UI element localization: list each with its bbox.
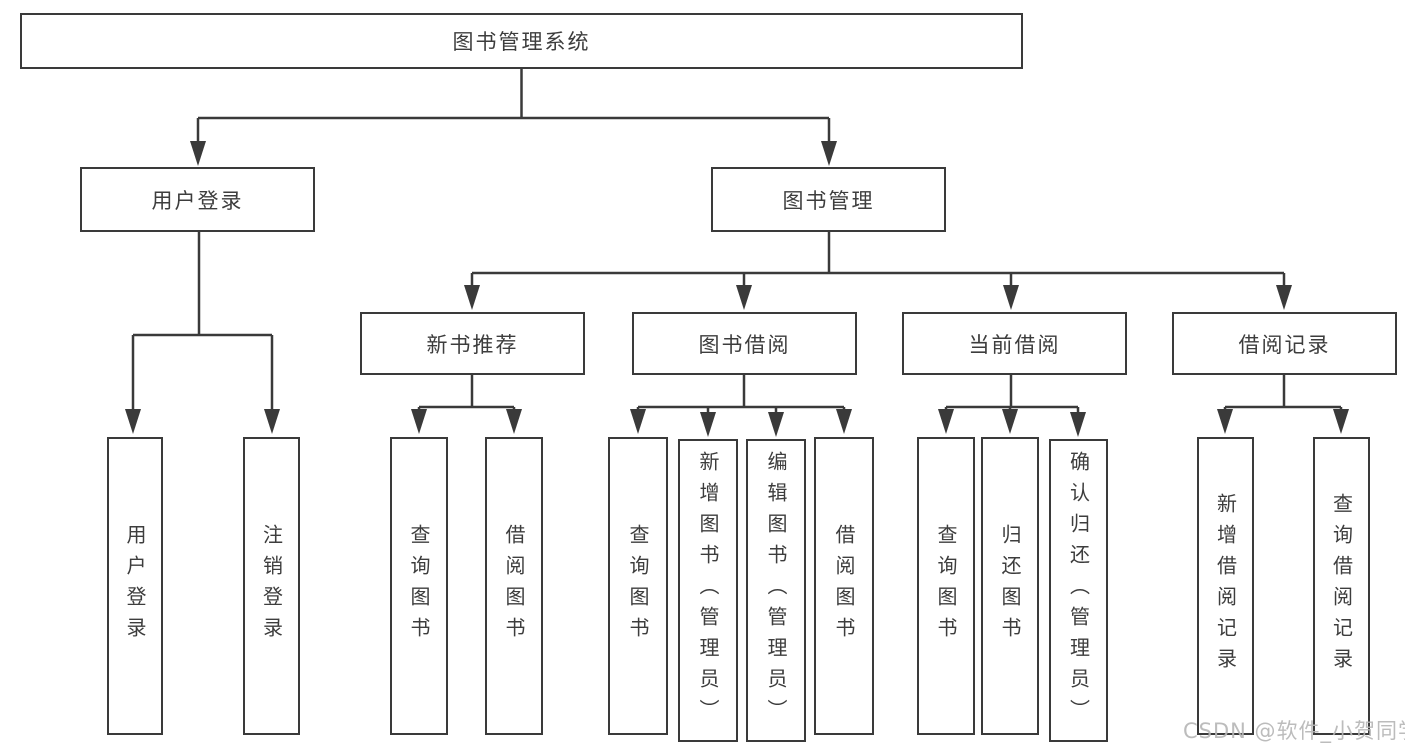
arrowheads (125, 141, 1349, 437)
node-user-login: 用户登录 (80, 167, 315, 232)
node-new-book-recommend: 新书推荐 (360, 312, 585, 375)
node-current-borrow: 当前借阅 (902, 312, 1127, 375)
leaf-bb-add-books-admin: 新增图书（管理员） (678, 439, 738, 742)
csdn-watermark: CSDN @软件_小贺同学 (1183, 719, 1405, 743)
leaf-br-add-record: 新增借阅记录 (1197, 437, 1254, 735)
connector-lines (131, 69, 1343, 417)
leaf-rec-borrow-books: 借阅图书 (485, 437, 543, 735)
leaf-cb-return-books: 归还图书 (981, 437, 1039, 735)
leaf-cb-query-books: 查询图书 (917, 437, 975, 735)
leaf-br-query-record: 查询借阅记录 (1313, 437, 1370, 735)
leaf-bb-query-books: 查询图书 (608, 437, 668, 735)
leaf-bb-borrow-books: 借阅图书 (814, 437, 874, 735)
leaf-user-login: 用户登录 (107, 437, 163, 735)
node-book-borrow: 图书借阅 (632, 312, 857, 375)
leaf-cb-confirm-return-admin: 确认归还（管理员） (1049, 439, 1108, 742)
node-book-management: 图书管理 (711, 167, 946, 232)
leaf-bb-edit-books-admin: 编辑图书（管理员） (746, 439, 806, 742)
leaf-rec-query-books: 查询图书 (390, 437, 448, 735)
node-borrow-records: 借阅记录 (1172, 312, 1397, 375)
node-root-library-system: 图书管理系统 (20, 13, 1023, 69)
leaf-logout: 注销登录 (243, 437, 300, 735)
